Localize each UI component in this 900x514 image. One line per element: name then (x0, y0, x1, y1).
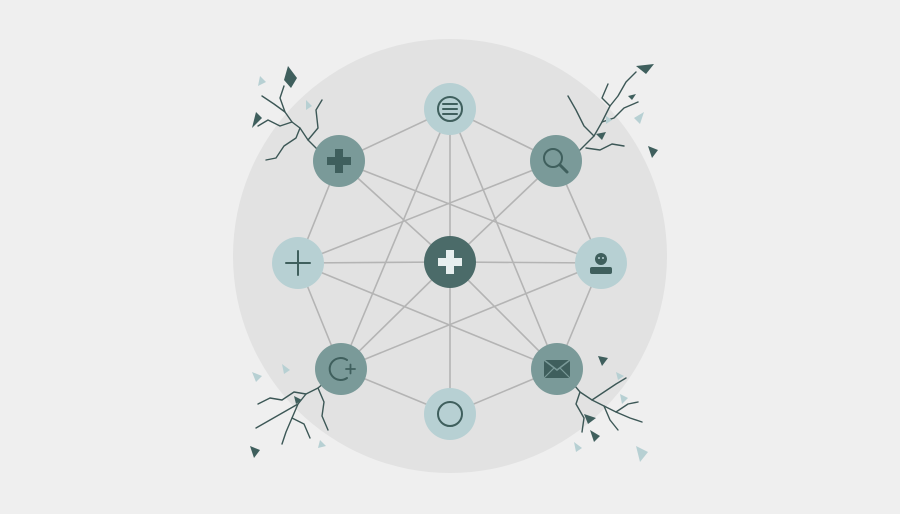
document-lines-icon (437, 96, 463, 122)
crack-line (255, 403, 299, 429)
shard-fragment (306, 100, 312, 110)
magnifier-icon (543, 148, 569, 174)
edge-medical-left-user (338, 160, 602, 264)
shard-fragment (318, 440, 326, 448)
refresh-plus-icon (328, 357, 356, 381)
node-refresh-plus-circle (315, 343, 367, 395)
shard-fragment (284, 66, 297, 88)
shard-fragment (282, 364, 290, 374)
shard-fragment (616, 372, 624, 380)
shard-fragment (252, 112, 262, 128)
crack-line (257, 119, 293, 127)
crack-line (591, 377, 627, 401)
shard-fragment (648, 146, 658, 158)
crack-line (603, 405, 619, 431)
node-circle-circle (424, 388, 476, 440)
crack-line (291, 417, 311, 439)
node-search (530, 135, 582, 187)
edge-user-refresh-plus (340, 262, 602, 370)
shard-fragment (606, 116, 612, 124)
node-plus (272, 237, 324, 289)
shard-fragment (250, 446, 260, 458)
crack-line (585, 143, 625, 151)
medical-cross-icon (327, 149, 351, 173)
shard-fragment (628, 94, 636, 100)
plus-icon (285, 250, 311, 276)
user-icon (590, 253, 612, 274)
envelope-icon (543, 359, 571, 379)
node-refresh-plus (315, 343, 367, 395)
crack-line (307, 99, 323, 141)
crack-line (279, 85, 286, 113)
edge-document-mail (449, 108, 558, 370)
node-medical-left (313, 135, 365, 187)
shard-fragment (584, 414, 596, 424)
shard-fragment (596, 132, 606, 140)
crack-line (567, 95, 595, 137)
shard-fragment (258, 76, 266, 86)
node-user (575, 237, 627, 289)
crack-line (317, 387, 329, 431)
node-circle (424, 388, 476, 440)
shard-fragment (598, 356, 608, 366)
node-document (424, 83, 476, 135)
edge-document-refresh-plus (340, 108, 451, 370)
edge-search-plus (297, 160, 557, 264)
shard-fragment (590, 430, 600, 442)
node-medical-center (424, 236, 476, 288)
shard-fragment (634, 112, 644, 124)
nodes-group (272, 83, 627, 440)
shard-fragment (574, 442, 582, 452)
shard-fragment (252, 372, 262, 382)
shard-fragment (294, 396, 302, 404)
ring-icon (437, 401, 463, 427)
crack-line (601, 83, 611, 107)
shard-fragment (636, 64, 654, 74)
shard-fragment (620, 394, 628, 404)
edge-plus-mail (297, 262, 558, 370)
medical-cross-icon (438, 250, 462, 274)
shard-fragment (636, 446, 648, 462)
cracks-group (250, 64, 658, 462)
crack-line (257, 391, 307, 405)
node-search-circle (530, 135, 582, 187)
crack-line (575, 391, 585, 433)
crack-line (265, 127, 301, 161)
crack-line (615, 401, 639, 413)
node-mail (531, 343, 583, 395)
